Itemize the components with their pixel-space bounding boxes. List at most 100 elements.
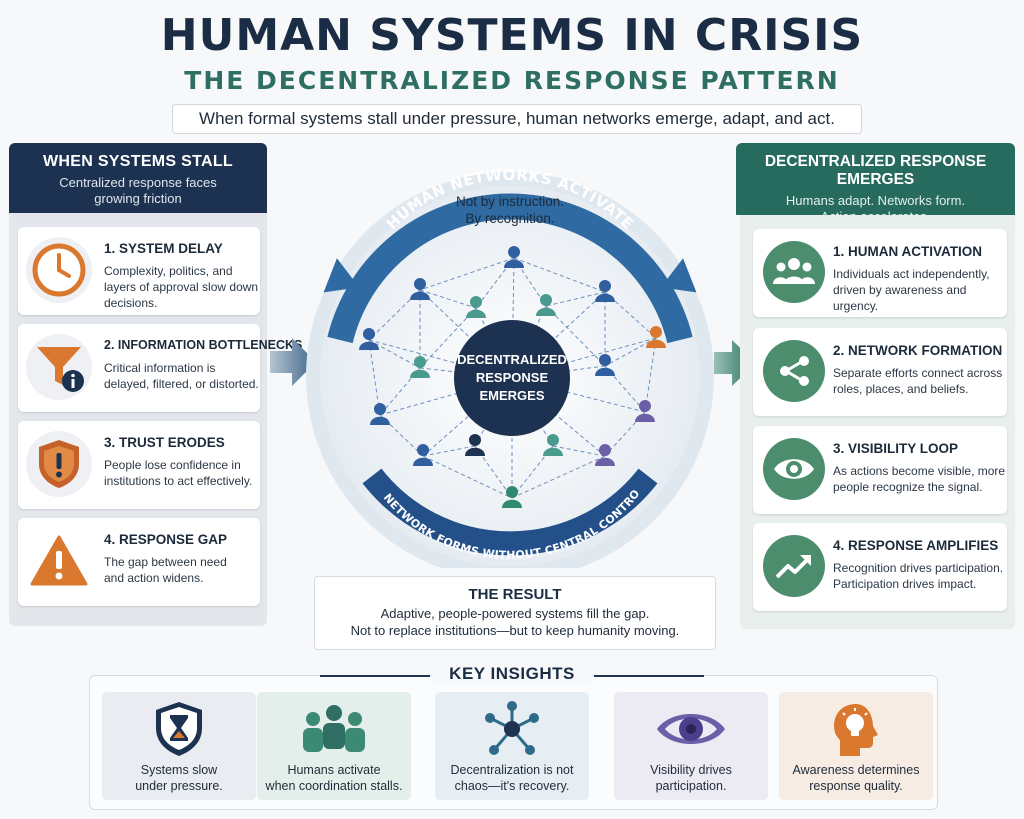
hub-label-2: RESPONSE	[476, 370, 549, 385]
left-panel-title: WHEN SYSTEMS STALL	[43, 153, 233, 170]
network-edge	[511, 455, 606, 499]
eye-icon	[763, 438, 825, 500]
network-edge	[419, 289, 477, 309]
left-card-title: 4. RESPONSE GAP	[104, 532, 228, 547]
left-card-title: 1. SYSTEM DELAY	[104, 241, 223, 256]
arc-arrowhead-left	[323, 258, 360, 293]
insights-title: KEY INSIGHTS	[432, 664, 592, 684]
right-panel-subtitle-2: Action accelerates.	[820, 209, 931, 224]
head-lightbulb-icon	[779, 700, 933, 758]
funnel-icon	[26, 334, 92, 400]
right-card-title: 1. HUMAN ACTIVATION	[833, 244, 982, 259]
hub-label-3: EMERGES	[479, 388, 544, 403]
person-node-icon	[504, 246, 524, 268]
page-subtitle: THE DECENTRALIZED RESPONSE PATTERN	[184, 66, 840, 95]
insights-divider-right	[594, 675, 704, 677]
network-edge	[511, 337, 657, 379]
right-card-network-formation: 2. NETWORK FORMATION Separate efforts co…	[753, 328, 1007, 416]
warning-icon	[26, 528, 92, 594]
network-edge	[604, 291, 657, 339]
person-node-icon	[359, 328, 379, 350]
left-card-title: 2. INFORMATION BOTTLENECKS	[104, 338, 303, 352]
bottom-arc	[362, 468, 658, 556]
left-card-response-gap: 4. RESPONSE GAP The gap between need and…	[18, 518, 260, 606]
result-line-2: Not to replace institutions—but to keep …	[350, 623, 680, 638]
top-arc	[327, 193, 693, 344]
right-card-desc: Recognition drives participation. Partic…	[833, 561, 1004, 591]
person-node-icon	[502, 486, 522, 508]
right-card-response-amplifies: 4. RESPONSE AMPLIFIES Recognition drives…	[753, 523, 1007, 611]
left-card-desc: The gap between need and action widens.	[104, 555, 227, 585]
shield-alert-icon	[26, 431, 92, 497]
clock-icon	[26, 237, 92, 303]
right-panel-header: DECENTRALIZED RESPONSE EMERGES Humans ad…	[736, 143, 1015, 224]
right-card-title: 3. VISIBILITY LOOP	[833, 441, 959, 456]
result-title: THE RESULT	[468, 586, 562, 603]
left-card-trust-erodes: 3. TRUST ERODES People lose confidence i…	[18, 421, 260, 509]
network-diagram: HUMAN NETWORKS ACTIVATE A NETWORK FORMS …	[300, 140, 714, 568]
person-node-icon	[595, 444, 615, 466]
network-edge	[545, 291, 606, 307]
right-card-human-activation: 1. HUMAN ACTIVATION Individuals act inde…	[753, 229, 1007, 317]
network-edge	[422, 455, 513, 499]
network-edge	[368, 339, 513, 379]
person-node-icon	[536, 294, 556, 316]
network-edge	[368, 289, 421, 341]
caption-line-1: Not by instruction.	[456, 194, 564, 209]
network-edge	[419, 257, 515, 291]
person-node-icon	[465, 434, 485, 456]
left-card-title: 3. TRUST ERODES	[104, 435, 225, 450]
left-card-desc: Critical information is delayed, filtere…	[104, 361, 259, 391]
person-node-icon	[370, 403, 390, 425]
left-panel: WHEN SYSTEMS STALL Centralized response …	[9, 143, 302, 626]
network-edge	[604, 337, 657, 367]
left-card-system-delay: 1. SYSTEM DELAY Complexity, politics, an…	[18, 227, 260, 315]
network-edge	[422, 445, 476, 457]
right-card-desc: As actions become visible, more people r…	[833, 464, 1006, 494]
network-hub-icon	[435, 700, 589, 758]
arc-arrowhead-right	[660, 258, 697, 293]
network-edge	[513, 257, 606, 293]
hub-label-1: DECENTRALIZED	[457, 352, 567, 367]
insights-divider-left	[320, 675, 430, 677]
hub-circle	[454, 320, 570, 436]
page-title: HUMAN SYSTEMS IN CRISIS	[160, 10, 864, 61]
right-panel-title: DECENTRALIZED RESPONSE EMERGES	[764, 153, 987, 188]
person-node-icon	[595, 354, 615, 376]
network-edge	[552, 445, 606, 457]
person-node-icon	[595, 280, 615, 302]
hourglass-shield-icon	[102, 700, 256, 758]
person-node-icon	[410, 356, 430, 378]
network-edge	[368, 339, 381, 416]
left-card-desc: Complexity, politics, and layers of appr…	[104, 264, 259, 310]
right-panel: DECENTRALIZED RESPONSE EMERGES Humans ad…	[736, 143, 1015, 629]
left-panel-subtitle-1: Centralized response faces	[59, 175, 217, 190]
trend-up-icon	[763, 535, 825, 597]
left-panel-subtitle-2: growing friction	[94, 191, 182, 206]
right-card-desc: Separate efforts connect across roles, p…	[833, 366, 1003, 396]
eye-icon	[614, 700, 768, 758]
people-icon	[763, 241, 825, 303]
left-card-desc: People lose confidence in institutions t…	[104, 458, 253, 488]
share-icon	[763, 340, 825, 402]
right-card-title: 2. NETWORK FORMATION	[833, 343, 1003, 358]
person-node-icon	[466, 296, 486, 318]
right-card-desc: Individuals act independently, driven by…	[833, 267, 990, 313]
tagline: When formal systems stall under pressure…	[172, 104, 862, 134]
group-icon	[257, 700, 411, 758]
result-line-1: Adaptive, people-powered systems fill th…	[380, 606, 650, 621]
right-panel-subtitle-1: Humans adapt. Networks form.	[785, 193, 966, 208]
person-node-icon	[413, 444, 433, 466]
flow-arrow-left	[270, 338, 316, 386]
person-node-icon	[646, 326, 666, 348]
result-box: THE RESULT Adaptive, people-powered syst…	[314, 576, 716, 650]
